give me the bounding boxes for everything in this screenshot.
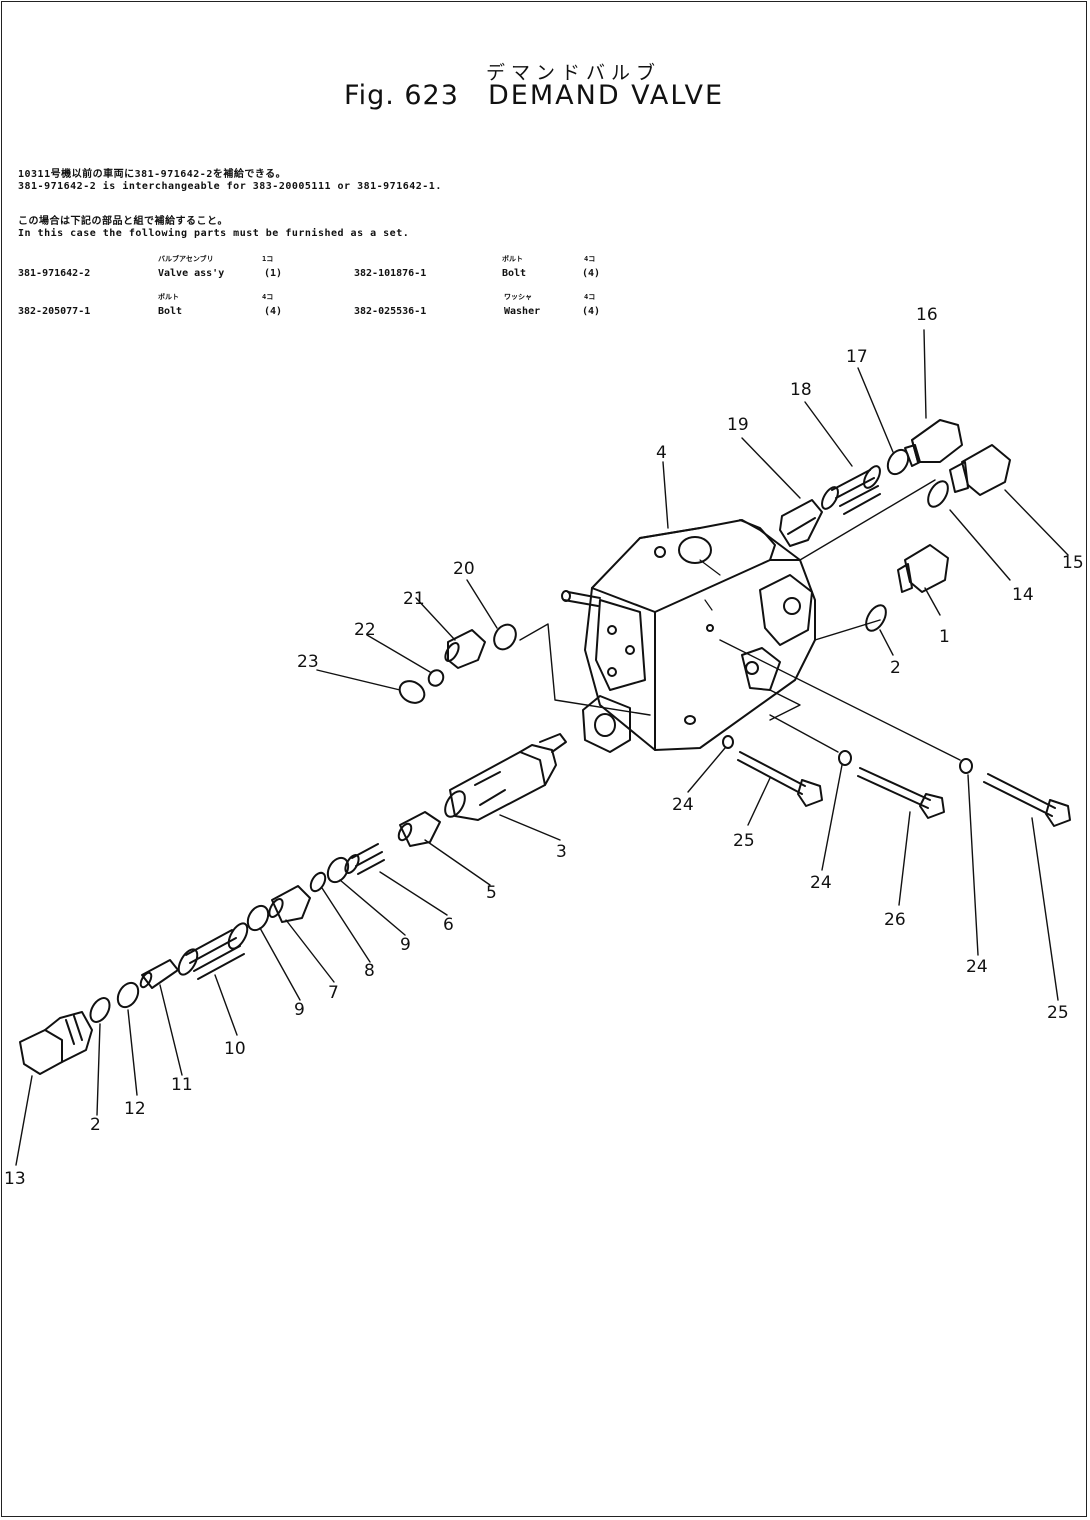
part-jp-name: ボルト: [502, 255, 523, 263]
callout-11: 11: [171, 1075, 193, 1095]
callout-2-left: 2: [90, 1115, 101, 1135]
assembly-guides: [519, 479, 961, 761]
part-number: 382-101876-1: [354, 268, 427, 279]
part-number: 382-025536-1: [354, 306, 427, 317]
callout-24-right: 24: [966, 957, 988, 977]
part-jp-qty: 4コ: [584, 255, 596, 263]
washer-24: [722, 735, 734, 749]
callout-5: 5: [486, 883, 497, 903]
washer-24: [838, 750, 852, 766]
plug-1: [897, 544, 949, 593]
part-name: Bolt: [502, 268, 527, 279]
callout-20: 20: [453, 559, 475, 579]
pin-11: [139, 959, 179, 989]
part-name: Washer: [504, 306, 541, 317]
callout-9: 9: [400, 935, 411, 955]
callout-18: 18: [790, 380, 812, 400]
callout-8: 8: [364, 961, 375, 981]
plug-16: [904, 419, 963, 467]
japanese-title: デマンドバルブ: [486, 62, 662, 84]
part-qty: (4): [582, 268, 601, 279]
plug-15: [949, 444, 1011, 496]
part-jp-qty: 4コ: [262, 293, 274, 301]
callout-26: 26: [884, 910, 906, 930]
valve-body: [561, 519, 816, 753]
ring-23: [398, 680, 426, 704]
callout-1: 1: [939, 627, 950, 647]
plug-13: [19, 1011, 93, 1075]
poppet-7: [268, 885, 311, 923]
callout-24: 24: [672, 795, 694, 815]
ring-22: [427, 669, 445, 687]
o-ring-12: [116, 981, 140, 1009]
ring-9-lower: [246, 904, 270, 932]
callout-2: 2: [890, 658, 901, 678]
callout-25: 25: [733, 831, 755, 851]
part-name: Valve ass'y: [158, 268, 225, 279]
callout-10: 10: [224, 1039, 246, 1059]
o-ring-2-left: [89, 997, 111, 1023]
part-qty: (1): [264, 268, 283, 279]
spool-3: [444, 733, 567, 821]
note-jp-interchange: 10311号機以前の車両に381-971642-2を補給できる。: [18, 169, 287, 180]
part-name: Bolt: [158, 306, 183, 317]
part-jp-qty: 1コ: [262, 255, 274, 263]
callout-22: 22: [354, 620, 376, 640]
callout-16: 16: [916, 305, 938, 325]
note-jp-set: この場合は下記の部品と組で補給すること。: [18, 216, 228, 227]
callout-14: 14: [1012, 585, 1034, 605]
bolt-26: [857, 767, 945, 819]
callout-labels: 1 2 3 4 5 6 7 8 9 9 10 11 12 2 13 14 15 …: [4, 305, 1084, 1189]
callout-4: 4: [656, 443, 667, 463]
washer-24: [959, 758, 973, 774]
spring-18: [821, 465, 881, 515]
callout-19: 19: [727, 415, 749, 435]
note-interchange: 381-971642-2 is interchangeable for 383-…: [18, 181, 442, 192]
callout-24-mid: 24: [810, 873, 832, 893]
part-jp-name: バルブアセンブリ: [158, 255, 214, 263]
o-ring-17: [886, 448, 910, 476]
callout-17: 17: [846, 347, 868, 367]
sleeve-21: [444, 629, 486, 669]
ring-9: [326, 856, 350, 884]
figure-number: Fig. 623: [344, 80, 459, 111]
part-jp-name: ワッシャ: [504, 293, 532, 301]
callout-25-right: 25: [1047, 1003, 1069, 1023]
part-jp-name: ボルト: [158, 293, 179, 301]
leader-lines: [15, 329, 1069, 1166]
bolt-25-right: [983, 773, 1071, 827]
part-number: 381-971642-2: [18, 268, 91, 279]
part-qty: (4): [264, 306, 283, 317]
callout-13: 13: [4, 1169, 26, 1189]
spring-6: [344, 843, 385, 875]
ring-8: [309, 871, 327, 893]
part-jp-qty: 4コ: [584, 293, 596, 301]
callout-9-lower: 9: [294, 1000, 305, 1020]
note-set: In this case the following parts must be…: [18, 228, 410, 239]
part-qty: (4): [582, 306, 601, 317]
poppet-19: [779, 499, 823, 547]
part-number: 382-205077-1: [18, 306, 91, 317]
callout-12: 12: [124, 1099, 146, 1119]
spring-10: [177, 922, 249, 980]
page-title: DEMAND VALVE: [488, 80, 725, 111]
callout-15: 15: [1062, 553, 1084, 573]
seal-20: [493, 623, 517, 651]
o-ring-2: [865, 604, 887, 632]
callout-7: 7: [328, 983, 339, 1003]
bolt-25: [737, 751, 823, 807]
callout-3: 3: [556, 842, 567, 862]
callout-23: 23: [297, 652, 319, 672]
callout-6: 6: [443, 915, 454, 935]
o-ring-14: [927, 480, 949, 508]
callout-21: 21: [403, 589, 425, 609]
piston-5: [397, 811, 441, 847]
